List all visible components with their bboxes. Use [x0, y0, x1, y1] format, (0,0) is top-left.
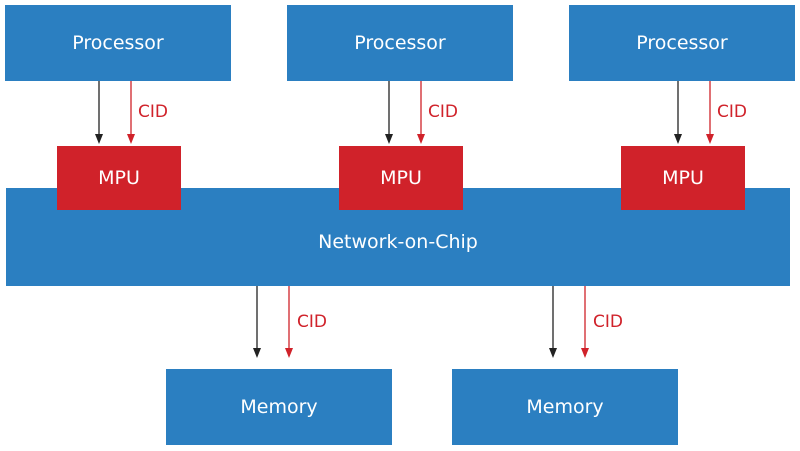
cid-arrowhead-1 — [127, 134, 135, 144]
processor-2-to-mpu-2-arrows — [385, 81, 425, 144]
processor-3-to-mpu-3-arrows — [674, 81, 714, 144]
processor-1: Processor — [5, 5, 231, 81]
memory-2: Memory — [452, 369, 678, 445]
cid-label-4: CID — [297, 312, 327, 332]
cid-label-5: CID — [593, 312, 623, 332]
data-arrowhead-5 — [549, 348, 557, 358]
cid-arrowhead-5 — [581, 348, 589, 358]
data-arrowhead-3 — [674, 134, 682, 144]
cid-label-2: CID — [428, 102, 458, 122]
cid-arrowhead-3 — [706, 134, 714, 144]
mpu-2: MPU — [339, 146, 463, 210]
processor-2-label: Processor — [354, 32, 446, 54]
memory-1-label: Memory — [240, 396, 318, 418]
processor-1-to-mpu-1-arrows — [95, 81, 135, 144]
mpu-2-label: MPU — [380, 167, 422, 189]
memory-1: Memory — [166, 369, 392, 445]
mpu-3-label: MPU — [662, 167, 704, 189]
memory-2-label: Memory — [526, 396, 604, 418]
cid-arrowhead-4 — [285, 348, 293, 358]
data-arrowhead-4 — [253, 348, 261, 358]
processor-2: Processor — [287, 5, 513, 81]
mpu-1: MPU — [57, 146, 181, 210]
noc-to-memory-2-arrows — [549, 286, 589, 358]
cid-arrowhead-2 — [417, 134, 425, 144]
processor-3: Processor — [569, 5, 795, 81]
noc-to-memory-1-arrows — [253, 286, 293, 358]
mpu-1-label: MPU — [98, 167, 140, 189]
cid-label-3: CID — [717, 102, 747, 122]
mpu-3: MPU — [621, 146, 745, 210]
data-arrowhead-2 — [385, 134, 393, 144]
data-arrowhead-1 — [95, 134, 103, 144]
network-on-chip-label: Network-on-Chip — [318, 231, 478, 253]
processor-3-label: Processor — [636, 32, 728, 54]
cid-label-1: CID — [138, 102, 168, 122]
processor-1-label: Processor — [72, 32, 164, 54]
